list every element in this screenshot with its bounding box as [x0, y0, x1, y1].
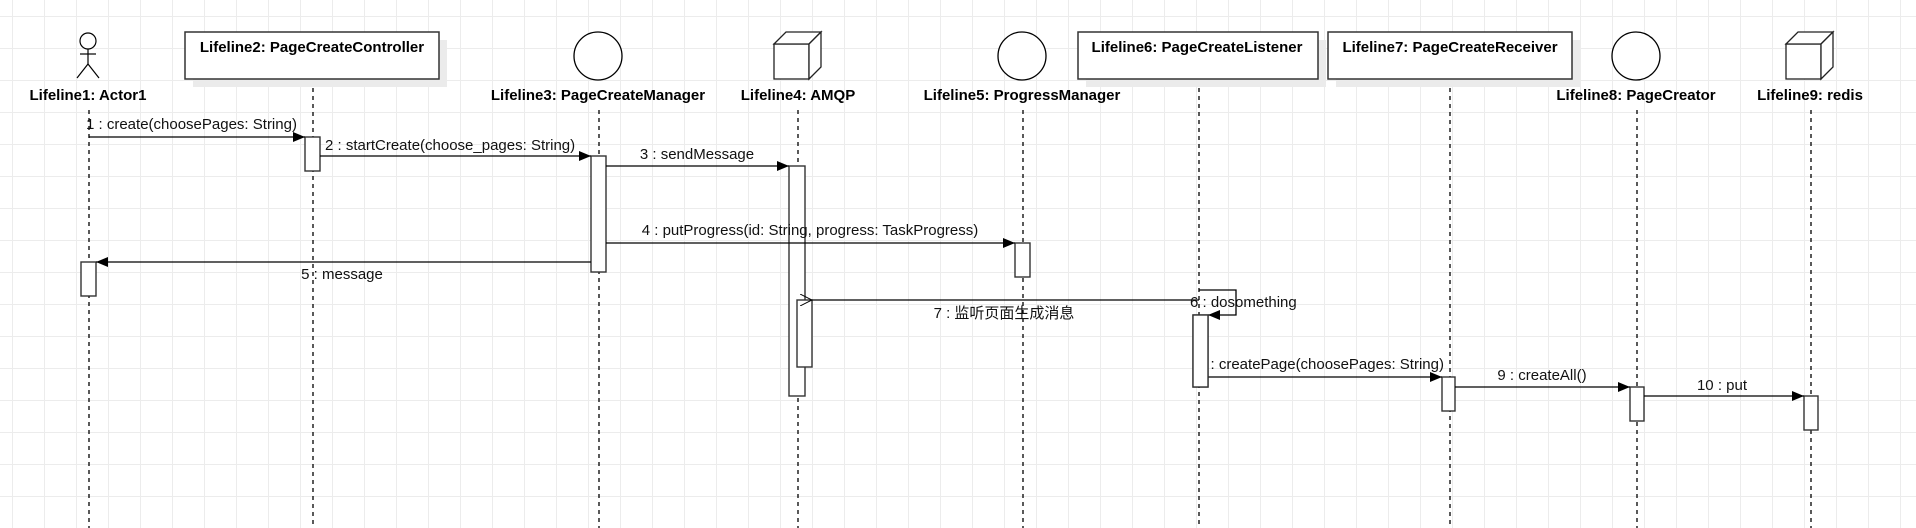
- lifeline-6-label: Lifeline6: PageCreateListener: [1092, 39, 1303, 56]
- message-10-label: 10 : put: [1697, 377, 1748, 394]
- message-8-label: 8 : createPage(choosePages: String): [1198, 356, 1444, 373]
- activation-lifeline-8[interactable]: [1629, 386, 1645, 422]
- lifeline-6-box: [1077, 31, 1319, 80]
- lifeline-5-label: Lifeline5: ProgressManager: [924, 87, 1121, 104]
- lifeline-6[interactable]: Lifeline6: PageCreateListener: [1077, 31, 1326, 87]
- lifeline-1[interactable]: Lifeline1: Actor1: [30, 32, 147, 104]
- lifeline-3-label: Lifeline3: PageCreateManager: [491, 87, 705, 104]
- lifeline-4[interactable]: Lifeline4: AMQP: [741, 30, 855, 104]
- message-1-label: 1 : create(choosePages: String): [86, 116, 297, 133]
- message-5-label: 5 : message: [301, 266, 383, 283]
- node-cube-icon: [1784, 30, 1835, 81]
- actor-icon: [76, 32, 100, 79]
- entity-circle-icon: [573, 31, 623, 81]
- lifeline-7[interactable]: Lifeline7: PageCreateReceiver: [1327, 31, 1580, 87]
- lifeline-5[interactable]: Lifeline5: ProgressManager: [924, 31, 1121, 104]
- message-4-label: 4 : putProgress(id: String, progress: Ta…: [642, 222, 979, 239]
- activation-lifeline-5[interactable]: [1014, 242, 1031, 278]
- activation-lifeline-2[interactable]: [304, 136, 321, 172]
- activation-lifeline-1[interactable]: [80, 261, 97, 297]
- message-3-label: 3 : sendMessage: [640, 146, 754, 163]
- lifeline-8[interactable]: Lifeline8: PageCreator: [1556, 31, 1716, 104]
- entity-circle-icon: [1611, 31, 1661, 81]
- entity-circle-icon: [997, 31, 1047, 81]
- lifeline-9[interactable]: Lifeline9: redis: [1757, 30, 1863, 104]
- message-9-label: 9 : createAll(): [1497, 367, 1586, 384]
- lifeline-1-label: Lifeline1: Actor1: [30, 87, 147, 104]
- lifeline-2[interactable]: Lifeline2: PageCreateController: [184, 31, 447, 87]
- lifeline-4-label: Lifeline4: AMQP: [741, 87, 855, 104]
- message-2-label: 2 : startCreate(choose_pages: String): [325, 137, 575, 154]
- message-6-label: 6 : dosomething: [1190, 294, 1297, 311]
- message-6-arrow[interactable]: [1199, 289, 1237, 320]
- activation-lifeline-9[interactable]: [1803, 395, 1819, 431]
- node-cube-icon: [772, 30, 823, 81]
- lifeline-2-box: [184, 31, 440, 80]
- activation-lifeline-6-overlay: [1192, 314, 1209, 388]
- lifeline-9-label: Lifeline9: redis: [1757, 87, 1863, 104]
- lifeline-7-label: Lifeline7: PageCreateReceiver: [1342, 39, 1557, 56]
- lifeline-7-box: [1327, 31, 1573, 80]
- lifeline-2-label: Lifeline2: PageCreateController: [200, 39, 424, 56]
- lifeline-3[interactable]: Lifeline3: PageCreateManager: [491, 31, 705, 104]
- activation-lifeline-3[interactable]: [590, 155, 607, 273]
- message-7-label: 7 : 监听页面生成消息: [934, 305, 1075, 322]
- activation-lifeline-7[interactable]: [1441, 376, 1456, 412]
- lifeline-8-label: Lifeline8: PageCreator: [1556, 87, 1715, 104]
- activation-lifeline-4-nested[interactable]: [796, 299, 813, 368]
